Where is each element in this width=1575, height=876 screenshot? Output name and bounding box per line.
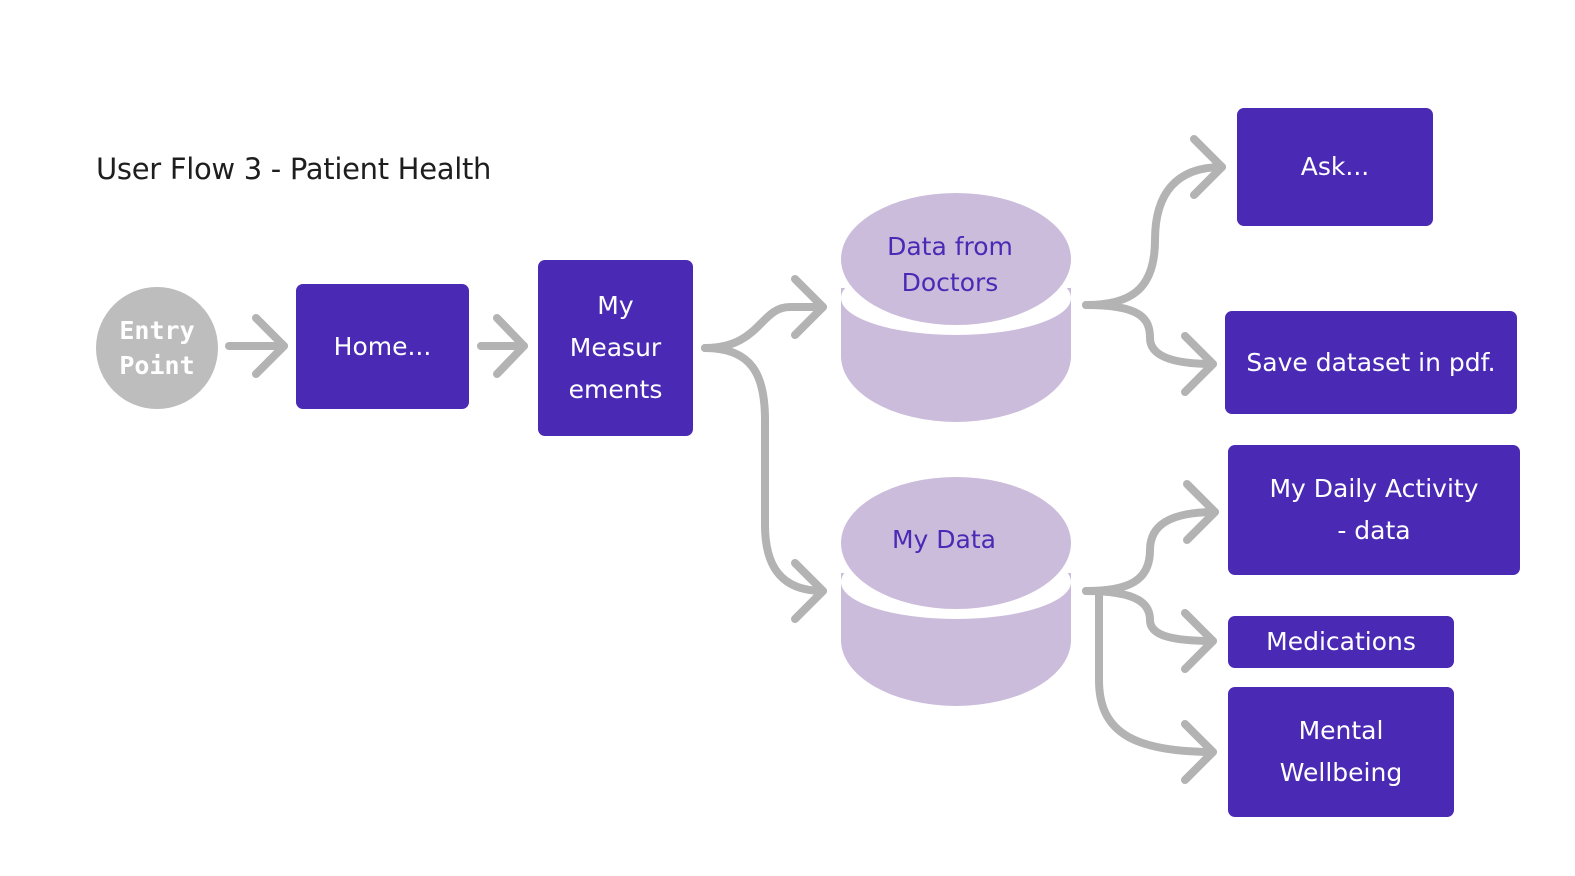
my-daily-activity-label-line1: My Daily Activity	[1269, 474, 1479, 503]
arrowhead-entry-to-home	[252, 314, 288, 378]
arrowhead-mydata-to-activity	[1183, 480, 1219, 544]
database-my-data	[841, 477, 1071, 706]
mental-wellbeing-label-line2: Wellbeing	[1279, 758, 1403, 787]
mental-wellbeing-node[interactable]: Mental Wellbeing	[1228, 687, 1454, 817]
my-daily-activity-label-line2: - data	[1337, 516, 1411, 545]
home-node[interactable]: Home...	[296, 284, 469, 409]
arrowhead-doctors-to-savepdf	[1181, 332, 1217, 396]
save-dataset-pdf-node[interactable]: Save dataset in pdf.	[1225, 311, 1517, 414]
arrowhead-doctors-to-ask	[1190, 135, 1226, 199]
arrowhead-mydata-to-wellbeing	[1181, 720, 1217, 784]
arrow-measurements-to-mydata	[701, 344, 827, 595]
arrow-doctors-to-ask	[1082, 163, 1226, 309]
my-measurements-label-line3: ements	[568, 375, 663, 404]
entry-point-label-line2: Point	[119, 351, 195, 380]
connectors	[225, 135, 1226, 784]
arrowhead-mydata-to-medications	[1181, 609, 1217, 673]
save-dataset-pdf-label: Save dataset in pdf.	[1246, 347, 1496, 377]
medications-node[interactable]: Medications	[1228, 616, 1454, 668]
ask-node[interactable]: Ask...	[1237, 108, 1433, 226]
arrow-mydata-to-activity	[1082, 508, 1219, 595]
entry-point-label-line1: Entry	[119, 316, 195, 345]
page-title: User Flow 3 - Patient Health	[96, 152, 492, 186]
entry-point-node[interactable]: Entry Point	[96, 287, 218, 409]
mental-wellbeing-label-line1: Mental	[1298, 716, 1384, 745]
database-data-from-doctors	[841, 193, 1071, 422]
my-data-label[interactable]: My Data	[841, 522, 1047, 558]
my-measurements-label-line1: My	[597, 291, 634, 320]
data-from-doctors-label[interactable]: Data from Doctors	[841, 229, 1059, 301]
arrowhead-measurements-to-mydata	[791, 559, 827, 623]
my-measurements-node[interactable]: My Measur ements	[538, 260, 693, 436]
my-measurements-label-line2: Measur	[569, 333, 662, 362]
my-daily-activity-node[interactable]: My Daily Activity - data	[1228, 445, 1520, 575]
arrow-doctors-to-savepdf	[1082, 301, 1217, 368]
arrow-mydata-to-medications	[1082, 587, 1217, 645]
home-node-label: Home...	[333, 331, 432, 361]
data-from-doctors-label-line1: Data from	[887, 232, 1013, 261]
medications-label: Medications	[1266, 627, 1416, 656]
my-data-label-text: My Data	[891, 525, 996, 554]
arrowhead-home-to-measurements	[493, 314, 528, 378]
ask-node-label: Ask...	[1300, 152, 1370, 181]
arrowhead-measurements-to-doctors	[791, 275, 827, 339]
arrow-mydata-to-wellbeing	[1095, 587, 1217, 756]
data-from-doctors-label-line2: Doctors	[901, 268, 999, 297]
